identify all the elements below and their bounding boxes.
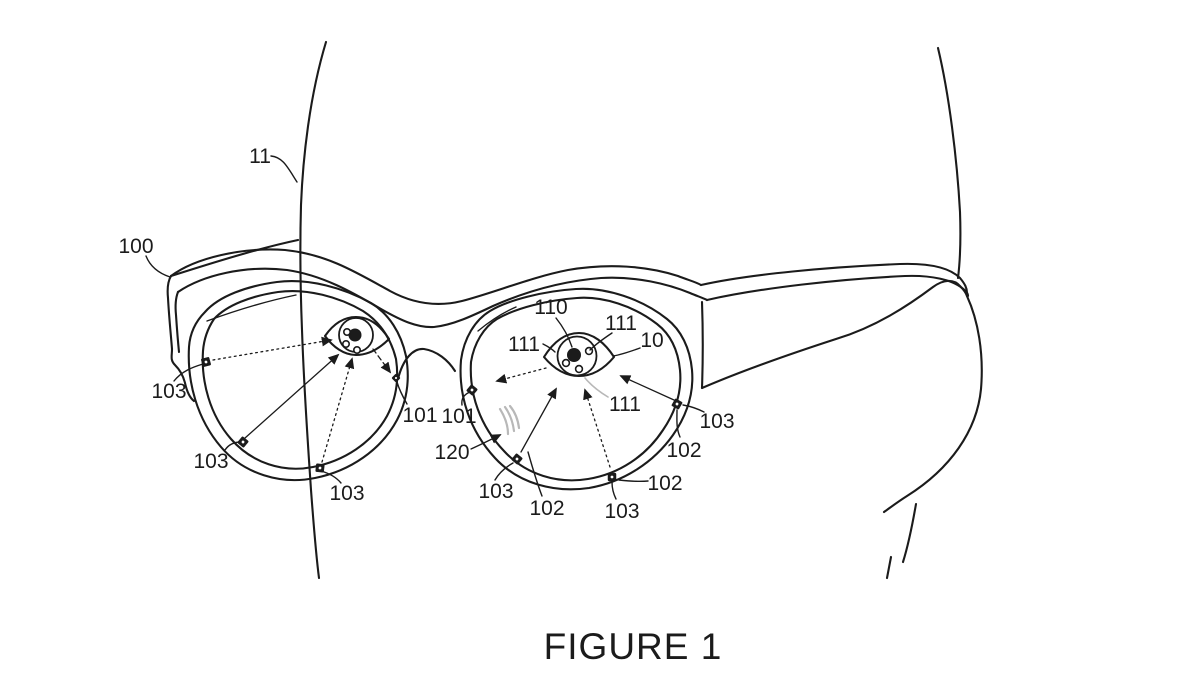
leader-103-left-lower <box>224 441 242 451</box>
left-lens-highlight <box>206 294 297 322</box>
sensor-101-left <box>391 373 401 383</box>
right-lens <box>459 287 694 491</box>
left-lens-outer-rim <box>187 280 409 482</box>
leader-102-right-mid <box>618 479 649 483</box>
gaze-arrow-right-3 <box>583 388 611 468</box>
figure-caption: FIGURE 1 <box>544 626 723 667</box>
ref-label-103-right-side: 103 <box>699 410 734 433</box>
ref-label-101-right: 101 <box>441 405 476 428</box>
left-endpiece-outer <box>166 274 196 403</box>
gaze-arrows <box>212 336 675 468</box>
ref-label-100: 100 <box>118 235 153 258</box>
right-glint-1 <box>561 358 571 368</box>
right-lens-highlight <box>477 306 517 332</box>
gaze-arrow-left-4 <box>372 348 392 374</box>
left-glint-2 <box>341 339 350 348</box>
ref-label-102-bottom-left: 102 <box>529 497 564 520</box>
left-glint-3 <box>352 345 361 354</box>
left-glint-1 <box>342 327 351 336</box>
leader-101-left <box>396 381 408 405</box>
leader-lines <box>145 155 705 500</box>
leader-103-right-side <box>682 404 705 413</box>
sensor-103-right-lower-left <box>511 453 523 465</box>
sensor-103-left-lower <box>237 436 249 448</box>
leader-103-right-lower-left <box>494 462 514 481</box>
left-lens <box>187 280 409 482</box>
left-temple-sliver <box>169 238 300 278</box>
right-lens-outer-rim <box>459 287 694 491</box>
leader-103-bottom-right <box>611 481 617 500</box>
ref-label-103-left-upper: 103 <box>151 380 186 403</box>
right-temple-bottom <box>700 279 969 390</box>
ref-label-111-left: 111 <box>508 333 540 356</box>
brow-bar-inner <box>176 267 709 329</box>
gaze-arrow-left-1 <box>212 336 333 361</box>
gaze-arrow-left-3 <box>321 357 355 463</box>
eye-tracking-sensors <box>201 357 683 482</box>
right-temple-top <box>699 262 969 295</box>
gaze-arrow-right-2 <box>520 387 557 453</box>
right-glint-2 <box>574 364 584 374</box>
ref-label-103-left-bottom: 103 <box>329 482 364 505</box>
ref-label-11: 11 <box>249 145 271 168</box>
leader-110 <box>555 317 573 348</box>
ref-label-103-right-lower-left: 103 <box>478 480 513 503</box>
leader-103-left-upper <box>173 363 204 382</box>
left-lens-inner-rim <box>201 290 399 470</box>
neck-stroke-1 <box>901 502 918 564</box>
head-profile-left <box>299 40 328 580</box>
leader-111-bottom <box>584 377 609 398</box>
ref-label-103-left-lower: 103 <box>193 450 228 473</box>
gaze-arrow-left-2 <box>244 353 340 439</box>
sensor-103-left-bottom <box>315 463 325 473</box>
leader-102-bottom-left <box>527 451 543 497</box>
leader-101-right <box>461 391 471 406</box>
leader-103-left-bottom <box>320 470 342 484</box>
leader-102-right-upper <box>676 409 681 438</box>
head-outline <box>299 40 983 580</box>
nose-bridge-saddle <box>396 347 457 381</box>
jaw-cheek-line <box>882 294 983 514</box>
right-pupil <box>567 348 581 362</box>
projection-arrow-120 <box>470 434 502 450</box>
leader-10 <box>612 347 641 357</box>
leader-111-top <box>589 332 613 351</box>
leader-111-left <box>542 343 556 353</box>
ref-label-10: 10 <box>640 329 663 352</box>
brow-bar-outer <box>169 248 703 306</box>
left-eye <box>323 315 391 357</box>
sensor-103-left-upper <box>201 357 211 367</box>
right-lens-inner-rim <box>469 296 682 482</box>
right-iris <box>556 335 598 377</box>
gaze-arrow-right-1 <box>495 367 547 384</box>
leader-11 <box>270 155 298 183</box>
left-eye-outline <box>323 315 391 357</box>
right-temple-mid <box>705 274 970 302</box>
head-profile-right <box>936 46 962 280</box>
reference-labels: 11 100 103 103 103 101 101 120 103 102 1… <box>118 145 734 523</box>
ref-label-101-left: 101 <box>402 404 437 427</box>
sensor-103-right-bottom <box>607 472 617 482</box>
left-pupil <box>348 328 362 342</box>
ref-label-102-right-mid: 102 <box>647 472 682 495</box>
display-light-hatch <box>498 404 521 436</box>
right-endpiece-edge <box>700 300 704 390</box>
glasses-frame <box>166 238 970 403</box>
leader-100 <box>145 255 171 278</box>
ref-label-111-top: 111 <box>605 312 637 335</box>
sensor-101-right <box>466 384 478 396</box>
ref-label-102-right-upper: 102 <box>666 439 701 462</box>
ref-label-111-bottom: 111 <box>609 393 641 416</box>
left-endpiece-inner <box>174 290 181 354</box>
sensor-103-right-side <box>671 398 683 410</box>
ref-label-103-bottom-right: 103 <box>604 500 639 523</box>
right-eye <box>542 331 616 378</box>
ref-label-120: 120 <box>434 441 469 464</box>
neck-stroke-2 <box>885 555 893 580</box>
gaze-arrow-right-4 <box>619 375 675 401</box>
ref-label-110: 110 <box>534 296 567 319</box>
